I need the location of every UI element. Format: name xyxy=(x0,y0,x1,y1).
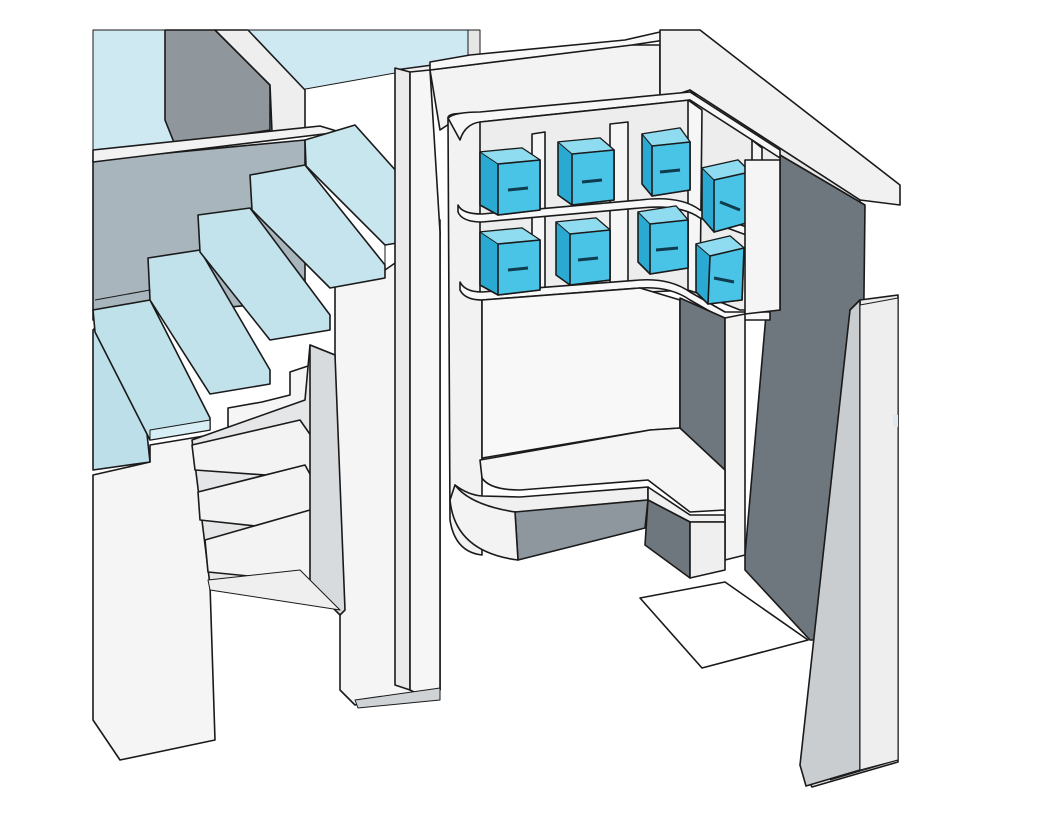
storage-bin xyxy=(637,205,689,275)
under-stair-inner-wall xyxy=(309,344,346,616)
storage-bin xyxy=(641,127,691,197)
partition-wall-side xyxy=(409,69,441,696)
lower-bin-row xyxy=(479,205,745,305)
stair-tread-2-front xyxy=(149,419,211,441)
bench-seat-top xyxy=(479,427,726,513)
right-foreground-wall-shadow xyxy=(799,299,861,787)
bench-curved-base xyxy=(449,484,519,561)
upper-bin-row xyxy=(479,127,751,233)
storage-bin xyxy=(479,227,541,296)
storage-bin xyxy=(701,159,751,233)
right-foreground-wall-light xyxy=(859,297,899,771)
under-stair-floor xyxy=(207,569,341,611)
storage-bin xyxy=(555,217,611,286)
scene-marker xyxy=(893,415,898,427)
built-in-bench-unit xyxy=(447,91,781,579)
storage-bin xyxy=(695,235,745,305)
floor-line xyxy=(829,759,899,781)
under-stair-shelves xyxy=(191,344,346,616)
stair-tread-4 xyxy=(197,207,331,341)
stair-nosing-lines xyxy=(94,289,151,301)
floor-mat xyxy=(639,581,809,669)
bench-right-post xyxy=(724,313,746,561)
stair-tread-5 xyxy=(249,164,386,289)
partition-base xyxy=(354,687,441,709)
bench-right-post-side xyxy=(744,159,781,315)
partition-wall-face xyxy=(394,67,411,691)
storage-bin xyxy=(479,147,541,216)
bench-base-side-light xyxy=(689,521,726,579)
storage-bin xyxy=(557,137,615,206)
